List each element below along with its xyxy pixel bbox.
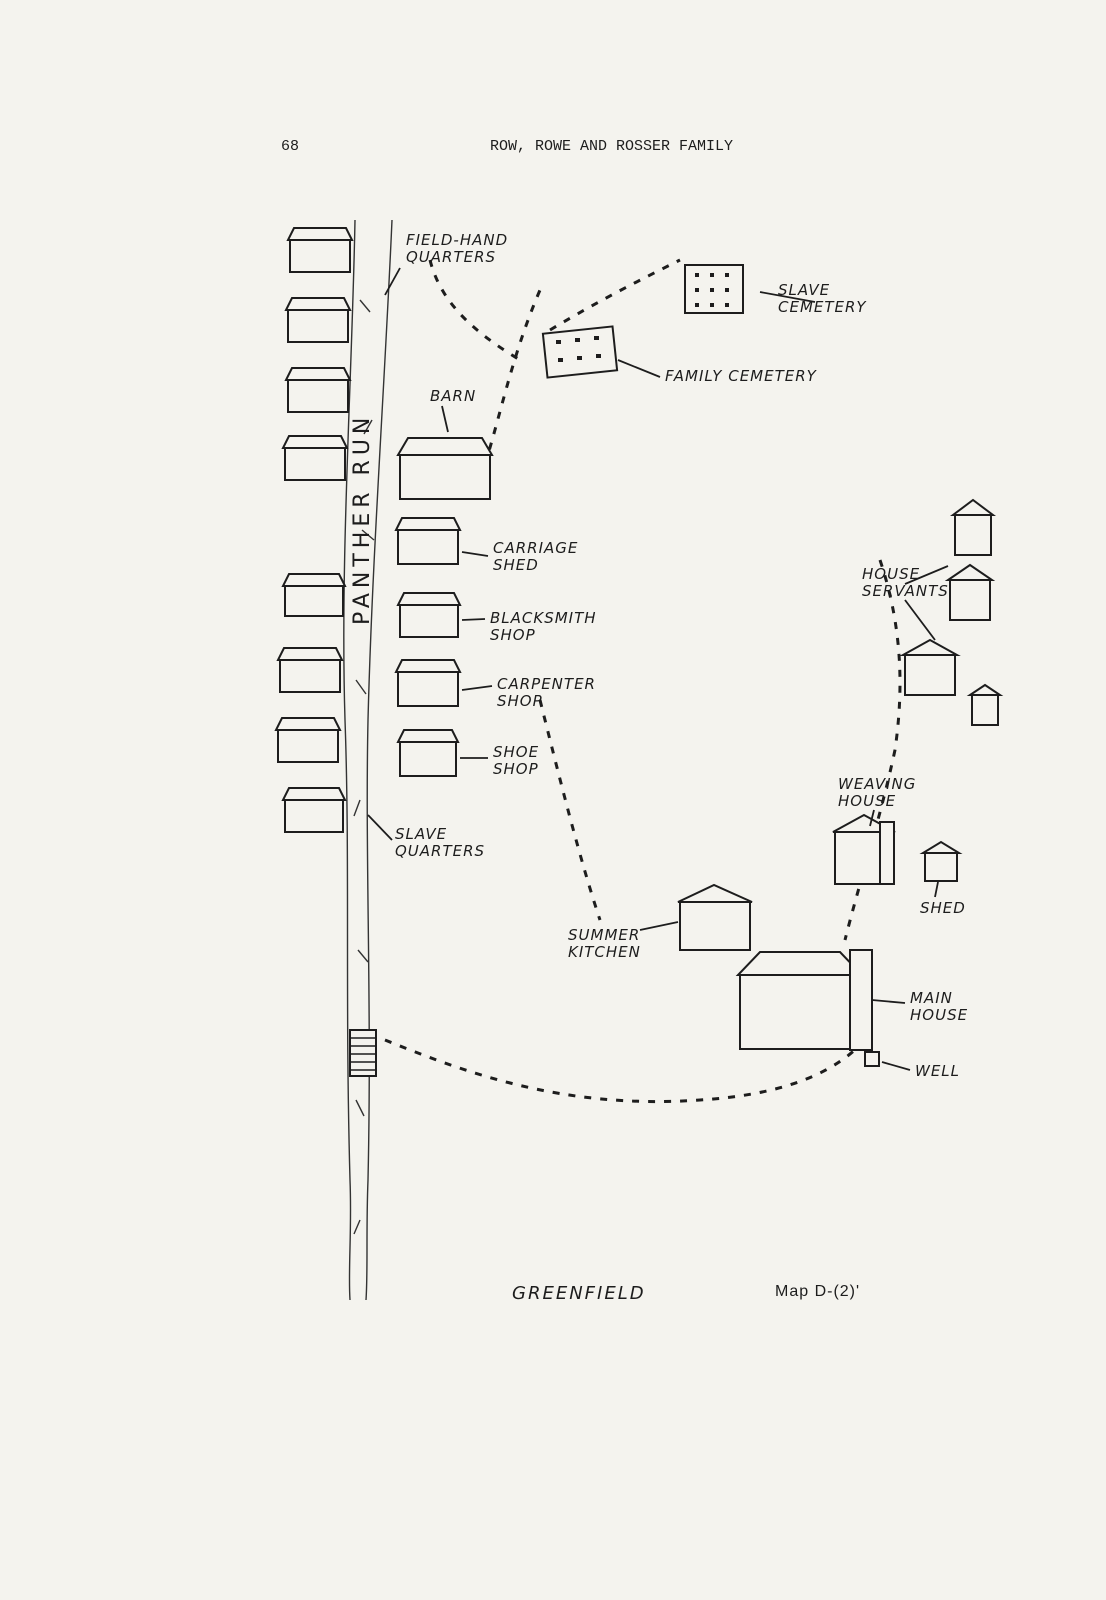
house-servants-building-1: [950, 498, 996, 556]
map-title: GREENFIELD: [512, 1283, 646, 1304]
blacksmith-shop-building: [396, 592, 462, 638]
main-house-building: [735, 949, 873, 1051]
arrow-house-servants: [904, 565, 949, 641]
footbridge: [349, 1029, 377, 1077]
label-barn: BARN: [430, 387, 477, 405]
house-servants-building-3: [899, 638, 961, 696]
slave-quarters-building-1: [281, 573, 347, 617]
arrow-main-house: [871, 999, 906, 1004]
label-slave-cemetery: SLAVE CEMETERY: [778, 281, 867, 316]
carpenter-shop-building: [394, 659, 462, 707]
arrow-family-cemetery: [617, 359, 661, 378]
label-summer-kitchen: SUMMER KITCHEN: [568, 926, 641, 961]
arrow-carpenter-shop: [461, 685, 493, 691]
label-main-house: MAIN HOUSE: [910, 989, 969, 1024]
page-header: ROW, ROWE AND ROSSER FAMILY: [490, 138, 734, 155]
lane-centre-south: [538, 699, 602, 921]
lane-to-house-servants: [843, 559, 902, 941]
shoe-shop-building: [396, 729, 460, 777]
label-weaving-house: WEAVING HOUSE: [838, 775, 917, 810]
field-hand-quarters-building-4: [281, 435, 349, 481]
label-field-hand-quarters: FIELD-HAND QUARTERS: [406, 231, 509, 266]
label-house-servants: HOUSE SERVANTS: [862, 565, 949, 600]
creek-ripples: [353, 299, 375, 1235]
arrow-field-hand-quarters: [384, 267, 401, 296]
house-servants-building-4: [966, 683, 1004, 726]
arrow-shed: [934, 881, 939, 898]
arrow-summer-kitchen: [639, 921, 679, 931]
creek-label: PANTHER RUN: [350, 412, 375, 625]
label-family-cemetery: FAMILY CEMETERY: [665, 367, 817, 385]
field-hand-quarters-building-1: [286, 227, 354, 273]
lane-to-family-cemetery: [428, 259, 521, 362]
slave-cemetery-plot: [684, 264, 744, 314]
arrow-blacksmith-shop: [461, 618, 486, 621]
arrow-slave-cemetery: [759, 291, 816, 303]
house-servants-building-2: [944, 563, 996, 621]
page-number: 68: [281, 138, 300, 155]
carriage-shed-building: [394, 517, 462, 565]
field-hand-quarters-building-3: [284, 367, 352, 413]
arrow-slave-quarters: [367, 814, 393, 841]
creek-east-bank: [365, 219, 393, 1301]
arrow-weaving-house: [869, 809, 875, 827]
barn-building: [396, 437, 494, 500]
creek-west-bank: [343, 219, 356, 1301]
label-well: WELL: [915, 1062, 961, 1080]
arrow-well: [881, 1061, 911, 1071]
lane-bottom-loop: [384, 1038, 862, 1104]
lane-north-east: [549, 258, 681, 332]
slave-quarters-building-3: [274, 717, 342, 763]
well-structure: [864, 1051, 880, 1067]
arrow-barn: [441, 405, 449, 433]
label-carpenter-shop: CARPENTER SHOP: [497, 675, 596, 710]
field-hand-quarters-building-2: [284, 297, 352, 343]
weaving-house-building: [832, 813, 896, 885]
family-cemetery-plot: [541, 325, 619, 379]
label-shoe-shop: SHOE SHOP: [493, 743, 540, 778]
label-slave-quarters: SLAVE QUARTERS: [395, 825, 486, 860]
label-carriage-shed: CARRIAGE SHED: [493, 539, 579, 574]
map-id: Map D-(2)': [775, 1283, 861, 1300]
slave-quarters-building-4: [281, 787, 347, 833]
shed-building: [919, 840, 963, 882]
label-blacksmith-shop: BLACKSMITH SHOP: [490, 609, 597, 644]
arrow-carriage-shed: [461, 551, 489, 557]
label-shed: SHED: [920, 899, 966, 917]
slave-quarters-building-2: [276, 647, 344, 693]
summer-kitchen-building: [677, 883, 753, 951]
